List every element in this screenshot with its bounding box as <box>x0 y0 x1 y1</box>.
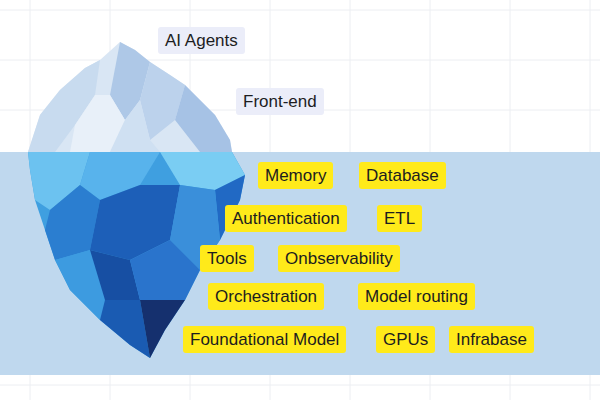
hidden-layer-box: Orchestration <box>208 283 324 310</box>
hidden-layer-box: Tools <box>200 245 254 272</box>
box-label: AI Agents <box>165 31 238 50</box>
box-label: Onbservability <box>285 249 393 268</box>
hidden-layer-box: Onbservability <box>278 245 400 272</box>
box-label: Model routing <box>365 287 468 306</box>
hidden-layer-box: Infrabase <box>449 326 534 353</box>
hidden-layer-box: Model routing <box>358 283 475 310</box>
box-label: Database <box>366 166 439 185</box>
box-label: Orchestration <box>215 287 317 306</box>
box-label: Authentication <box>232 209 340 228</box>
box-label: Tools <box>207 249 247 268</box>
hidden-layer-box: Authentication <box>225 205 347 232</box>
iceberg-top <box>28 42 232 152</box>
surface-label-box: Front-end <box>236 88 324 115</box>
box-label: Infrabase <box>456 330 527 349</box>
box-label: Front-end <box>243 92 317 111</box>
hidden-layer-box: ETL <box>377 205 422 232</box>
hidden-layer-box: Database <box>359 162 446 189</box>
box-label: Memory <box>265 166 326 185</box>
surface-label-box: AI Agents <box>158 27 245 54</box>
hidden-layer-box: Memory <box>258 162 333 189</box>
box-label: GPUs <box>383 330 428 349</box>
hidden-layer-box: GPUs <box>376 326 435 353</box>
water-band <box>0 152 600 375</box>
box-label: ETL <box>384 209 415 228</box>
hidden-layer-box: Foundational Model <box>183 326 346 353</box>
box-label: Foundational Model <box>190 330 339 349</box>
